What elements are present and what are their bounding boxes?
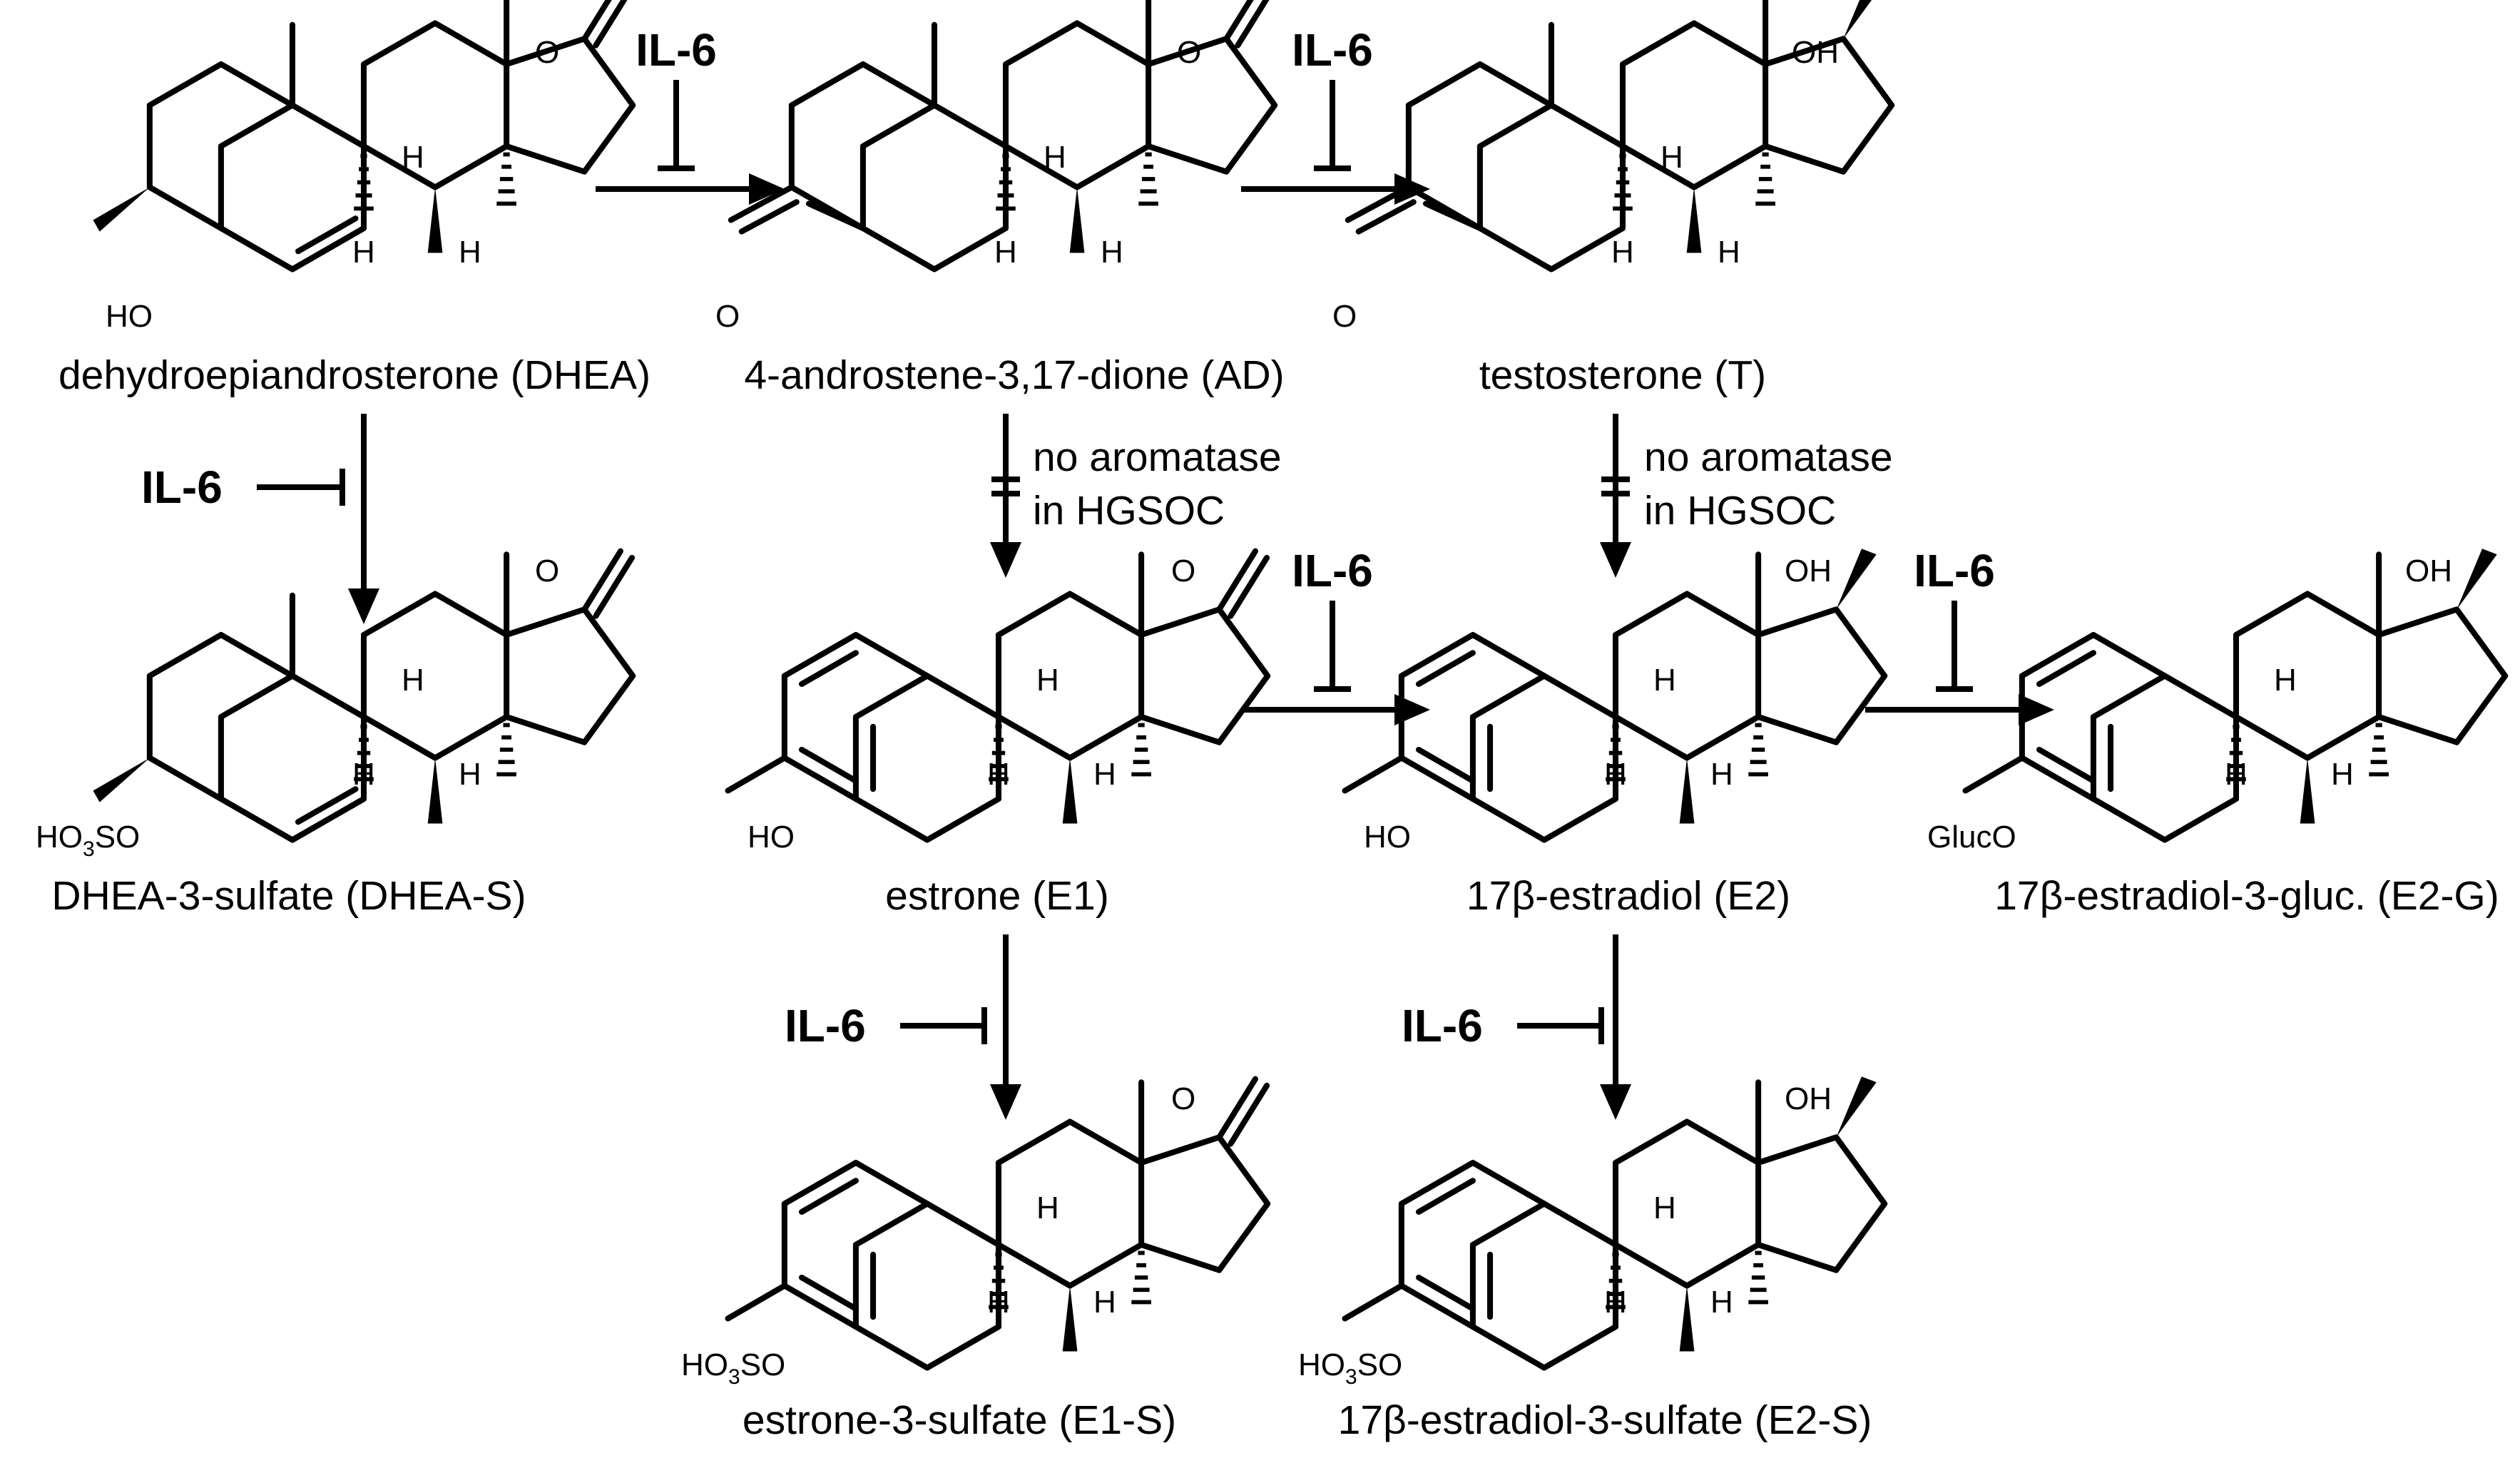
t-c3-label: O [1332,299,1357,334]
e2g-c3-label: GlucO [1927,820,2016,855]
arrow-dhea-to-dheas [348,414,379,624]
arrow-e2-to-e2s [1600,934,1631,1120]
e1-structure [725,551,1268,840]
svg-text:IL-6: IL-6 [636,24,717,76]
dhea-h14-label: H [459,235,481,270]
dhea-structure [93,0,633,269]
dhea-h8-label: H [402,140,424,175]
ad-c17-label: O [1177,35,1201,70]
dhea-c3-label: HO [106,299,153,334]
e2g-h8-label: H [2274,663,2297,698]
e1-h14-label: H [1093,757,1116,792]
dheas-structure [93,551,633,840]
arrow-ad-to-t [1241,173,1430,205]
il6-inhibitor-dhea-ad: IL-6 [636,24,717,171]
arrow-e1-to-e2 [1241,694,1430,725]
dhea-name: dehydroepiandrosterone (DHEA) [58,352,651,398]
e1s-name: estrone-3-sulfate (E1-S) [743,1397,1176,1443]
e2-structure [1342,549,1885,840]
e2-c3-label: HO [1364,820,1411,855]
dheas-h9-label: H [352,757,375,792]
arrow-e2-to-e2g [1865,694,2054,725]
e2s-h14-label: H [1710,1285,1733,1320]
e2s-c17-label: OH [1785,1081,1832,1116]
aromatase-note-ad-line1: no aromatase [1033,434,1282,480]
ad-h9-label: H [994,235,1017,270]
e1s-structure [725,1079,1268,1368]
il6-inhibitor-e1-e2: IL-6 [1292,545,1373,692]
e1-name: estrone (E1) [885,873,1109,919]
e1-c17-label: O [1171,554,1195,588]
e1s-c3-label: HO3SO [681,1347,785,1389]
e1s-h8-label: H [1036,1191,1059,1225]
e1s-h9-label: H [987,1285,1010,1320]
dheas-c3-label: HO3SO [36,820,140,861]
arrow-ad-to-e1-blocked [990,414,1021,578]
svg-text:IL-6: IL-6 [1292,545,1373,596]
dhea-h9-label: H [352,235,375,270]
aromatase-note-t-line2: in HGSOC [1644,488,1836,534]
t-h14-label: H [1718,235,1740,270]
e2-h8-label: H [1653,663,1676,698]
e2-c17-label: OH [1785,554,1832,588]
e2s-h9-label: H [1604,1285,1627,1320]
dhea-c17-label: O [535,35,559,70]
t-h9-label: H [1611,235,1634,270]
t-c17-label: OH [1792,35,1839,70]
arrow-e1-to-e1s [990,934,1021,1120]
ad-name: 4-androstene-3,17-dione (AD) [744,352,1284,398]
dheas-c17-label: O [535,554,559,588]
svg-text:IL-6: IL-6 [1402,1000,1483,1051]
e2s-h8-label: H [1653,1191,1676,1225]
t-h8-label: H [1661,140,1683,175]
arrow-t-to-e2-blocked [1600,414,1631,578]
e1-h9-label: H [987,757,1010,792]
e2g-h9-label: H [2225,757,2248,792]
il6-inhibitor-ad-t: IL-6 [1292,24,1373,171]
il6-inhibitor-e2-e2s: IL-6 [1402,1000,1604,1051]
dheas-h14-label: H [459,757,481,792]
il6-inhibitor-e1-e1s: IL-6 [785,1000,987,1051]
il6-inhibitor-dhea-dheas: IL-6 [141,462,345,513]
e1-h8-label: H [1036,663,1059,698]
e2g-c17-label: OH [2405,554,2452,588]
svg-text:IL-6: IL-6 [1914,545,1995,596]
e1s-h14-label: H [1093,1285,1116,1320]
e2-h9-label: H [1604,757,1627,792]
aromatase-note-t-line1: no aromatase [1644,434,1893,480]
e2g-structure [1962,549,2506,840]
dheas-name: DHEA-3-sulfate (DHEA-S) [51,873,526,919]
arrow-dhea-to-ad [596,173,785,205]
e2s-structure [1342,1076,1885,1367]
e2s-name: 17β-estradiol-3-sulfate (E2-S) [1338,1397,1872,1443]
e2s-c3-label: HO3SO [1298,1347,1402,1389]
svg-text:IL-6: IL-6 [785,1000,866,1051]
svg-text:IL-6: IL-6 [141,462,223,513]
ad-c3-label: O [715,299,740,334]
e2-h14-label: H [1710,757,1733,792]
ad-h8-label: H [1044,140,1066,175]
e1s-c17-label: O [1171,1081,1195,1116]
ad-h14-label: H [1101,235,1123,270]
aromatase-note-ad-line2: in HGSOC [1033,488,1225,534]
e2-name: 17β-estradiol (E2) [1466,873,1790,919]
ad-structure [728,0,1275,269]
il6-inhibitor-e2-e2g: IL-6 [1914,545,1995,692]
dheas-h8-label: H [402,663,424,698]
e2g-name: 17β-estradiol-3-gluc. (E2-G) [1994,873,2499,919]
e2g-h14-label: H [2331,757,2354,792]
e1-c3-label: HO [748,820,795,855]
svg-text:IL-6: IL-6 [1292,24,1373,76]
t-name: testosterone (T) [1479,352,1766,398]
